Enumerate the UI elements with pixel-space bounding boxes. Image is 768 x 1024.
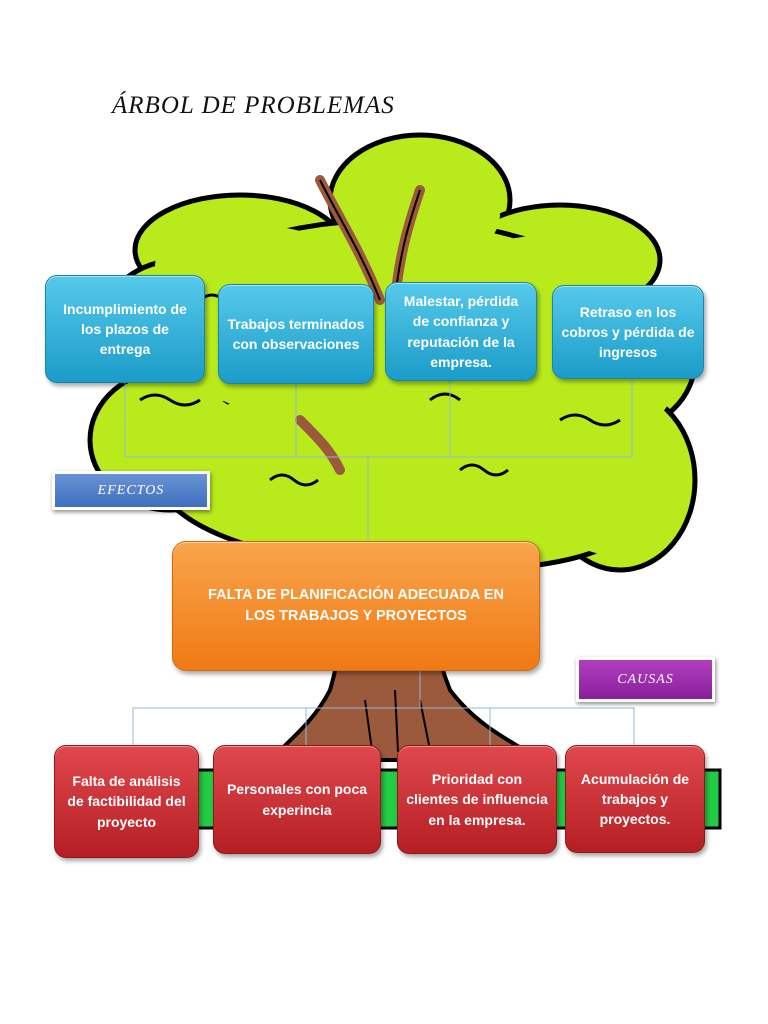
efectos-label: EFECTOS — [52, 471, 210, 510]
cause-box-3: Prioridad con clientes de influencia en … — [397, 745, 557, 854]
causes-connectors — [132, 671, 635, 745]
causas-label: CAUSAS — [576, 657, 715, 702]
effect-box-1: Incumplimiento de los plazos de entrega — [45, 275, 205, 383]
effect-box-2: Trabajos terminados con observaciones — [218, 284, 374, 384]
effect-box-4: Retraso en los cobros y pérdida de ingre… — [552, 285, 704, 379]
effect-box-3: Malestar, pérdida de confianza y reputac… — [385, 282, 537, 381]
cause-box-4: Acumulación de trabajos y proyectos. — [565, 745, 705, 853]
cause-box-2: Personales con poca experincia — [213, 745, 381, 854]
page-title: ÁRBOL DE PROBLEMAS — [112, 92, 395, 119]
central-problem-box: FALTA DE PLANIFICACIÓN ADECUADA EN LOS T… — [172, 541, 540, 671]
cause-box-1: Falta de análisis de factibilidad del pr… — [54, 745, 199, 858]
effects-connectors — [124, 377, 633, 540]
